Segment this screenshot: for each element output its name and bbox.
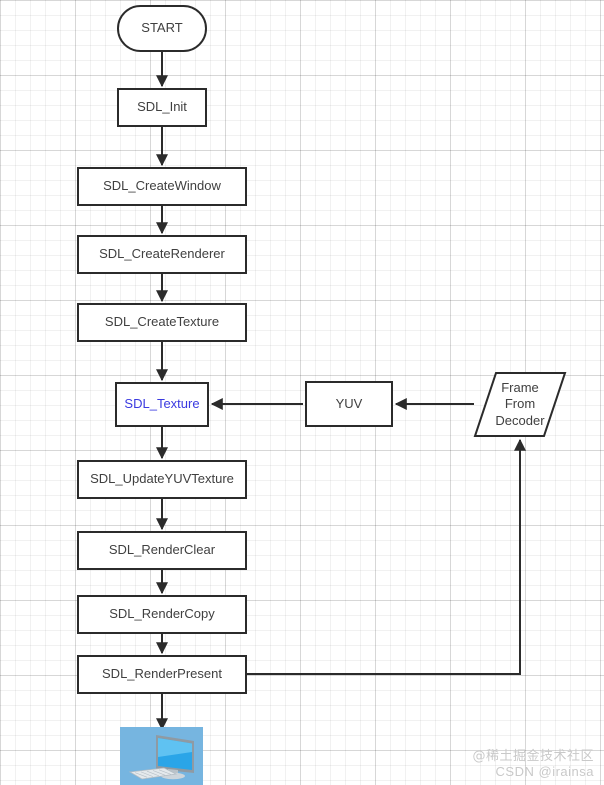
watermark-line-2: CSDN @irainsa <box>495 764 594 779</box>
node-sdl-rendercopy-label: SDL_RenderCopy <box>109 606 215 622</box>
node-sdl-texture-label: SDL_Texture <box>124 396 200 412</box>
node-sdl-createtexture[interactable]: SDL_CreateTexture <box>77 303 247 342</box>
parallelogram-shape <box>473 372 567 437</box>
node-sdl-createtexture-label: SDL_CreateTexture <box>104 314 220 330</box>
node-sdl-renderpresent-label: SDL_RenderPresent <box>102 666 222 682</box>
watermark-line-1: @稀土掘金技术社区 <box>472 749 594 764</box>
node-sdl-createrenderer[interactable]: SDL_CreateRenderer <box>77 235 247 274</box>
edge-renderpresent-to-framedecoder-feedback <box>247 438 526 675</box>
node-sdl-rendercopy[interactable]: SDL_RenderCopy <box>77 595 247 634</box>
node-sdl-init[interactable]: SDL_Init <box>117 88 207 127</box>
watermark: @稀土掘金技术社区 CSDN @irainsa <box>404 745 594 779</box>
node-start-label: START <box>141 20 183 36</box>
node-sdl-createwindow[interactable]: SDL_CreateWindow <box>77 167 247 206</box>
monitor-keyboard-glyph <box>128 735 194 780</box>
computer-monitor-icon <box>120 727 203 785</box>
node-sdl-updateyuvtexture-label: SDL_UpdateYUVTexture <box>90 471 234 487</box>
node-yuv-label: YUV <box>335 395 363 411</box>
node-sdl-createwindow-label: SDL_CreateWindow <box>103 178 221 194</box>
node-sdl-init-label: SDL_Init <box>137 99 187 115</box>
node-frame-from-decoder[interactable]: Frame From Decoder <box>473 372 567 437</box>
node-start[interactable]: START <box>117 5 207 52</box>
node-sdl-texture[interactable]: SDL_Texture <box>115 382 209 427</box>
node-sdl-updateyuvtexture[interactable]: SDL_UpdateYUVTexture <box>77 460 247 499</box>
node-sdl-renderclear[interactable]: SDL_RenderClear <box>77 531 247 570</box>
node-sdl-renderclear-label: SDL_RenderClear <box>108 542 216 558</box>
node-sdl-renderpresent[interactable]: SDL_RenderPresent <box>77 655 247 694</box>
node-sdl-createrenderer-label: SDL_CreateRenderer <box>99 246 225 262</box>
node-yuv[interactable]: YUV <box>305 381 393 427</box>
